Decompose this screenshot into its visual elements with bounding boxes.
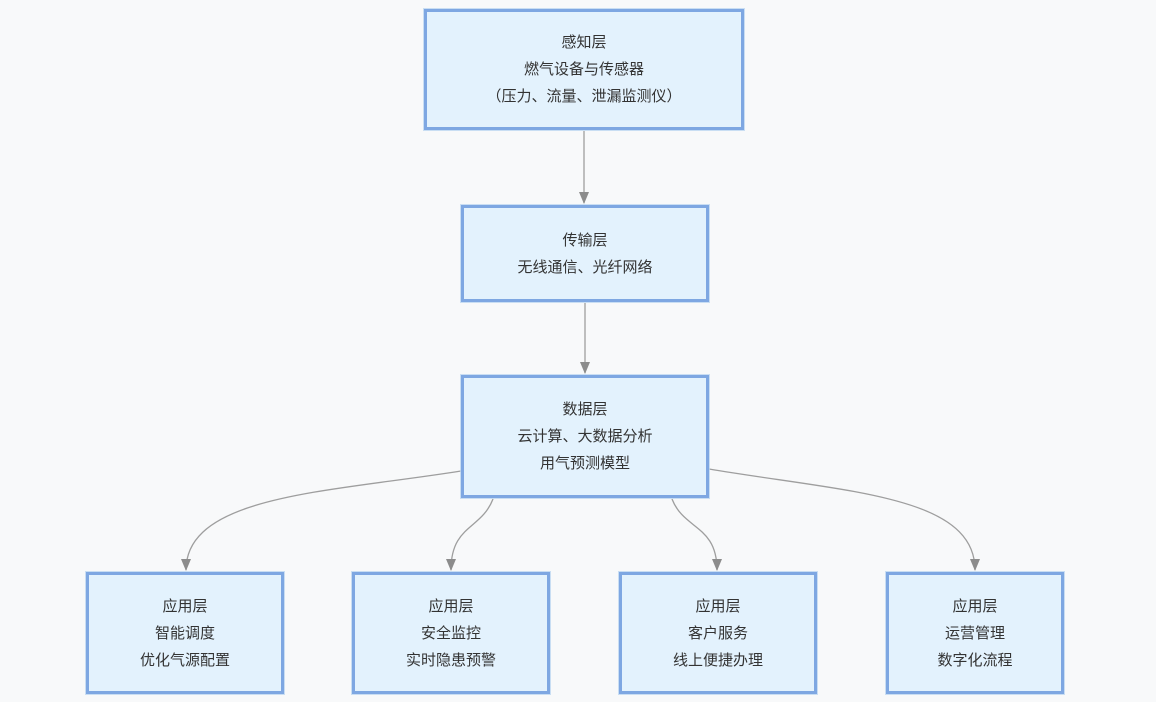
node-application-layer-safety: 应用层 安全监控 实时隐患预警 <box>352 572 550 694</box>
node-description: 燃气设备与传感器 <box>523 61 644 78</box>
node-description: 数字化流程 <box>937 651 1013 669</box>
node-title: 应用层 <box>952 597 998 615</box>
node-title: 感知层 <box>561 34 607 51</box>
node-title: 应用层 <box>695 597 741 615</box>
node-description: 无线通信、光纤网络 <box>517 258 653 276</box>
node-application-layer-dispatch: 应用层 智能调度 优化气源配置 <box>86 572 284 694</box>
node-description: 智能调度 <box>154 624 215 642</box>
node-transmission-layer: 传输层 无线通信、光纤网络 <box>461 205 709 302</box>
edge-data-app-operation <box>708 468 980 571</box>
node-data-layer: 数据层 云计算、大数据分析 用气预测模型 <box>461 375 709 498</box>
edge-data-app-safety <box>446 498 494 571</box>
node-title: 传输层 <box>562 231 608 249</box>
node-description: 实时隐患预警 <box>405 651 496 669</box>
node-title: 应用层 <box>162 597 208 615</box>
edge-data-app-customer <box>671 498 722 571</box>
node-description: 客户服务 <box>687 624 748 642</box>
node-description: 用气预测模型 <box>539 455 630 472</box>
node-description: 运营管理 <box>944 624 1005 642</box>
node-description: （压力、流量、泄漏监测仪） <box>486 88 682 105</box>
node-description: 线上便捷办理 <box>672 651 763 669</box>
node-title: 数据层 <box>562 401 608 418</box>
node-description: 优化气源配置 <box>139 651 230 669</box>
node-title: 应用层 <box>428 597 474 615</box>
node-description: 云计算、大数据分析 <box>517 428 653 445</box>
node-application-layer-customer: 应用层 客户服务 线上便捷办理 <box>619 572 817 694</box>
node-perception-layer: 感知层 燃气设备与传感器 （压力、流量、泄漏监测仪） <box>424 9 744 130</box>
node-application-layer-operation: 应用层 运营管理 数字化流程 <box>886 572 1064 694</box>
node-description: 安全监控 <box>420 624 481 642</box>
edge-data-app-dispatch <box>181 470 462 571</box>
